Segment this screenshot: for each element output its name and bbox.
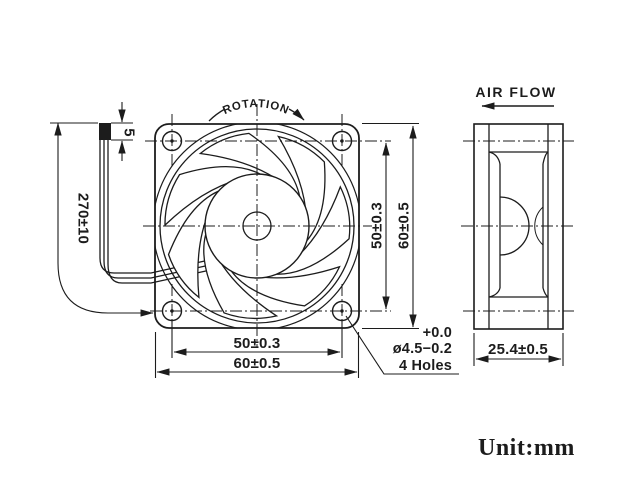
- side-view: [461, 123, 576, 330]
- rotation-arrow: [288, 108, 305, 121]
- hole-pitch-vertical-dim: 50±0.3: [368, 202, 386, 249]
- hole-tolerance-upper: +0.0: [422, 325, 452, 341]
- front-view: [99, 104, 391, 348]
- wire-length-dim: 270±10: [74, 192, 92, 245]
- dimension-lines: [50, 102, 564, 378]
- wire-width-dim: 5: [120, 128, 138, 137]
- hole-count-note: 4 Holes: [399, 358, 452, 374]
- side-centerlines: [461, 140, 576, 312]
- body-height-dim: 60±0.5: [395, 202, 413, 249]
- body-width-dim: 60±0.5: [233, 355, 281, 372]
- unit-note: Unit:mm: [478, 435, 575, 461]
- airflow-label: AIR FLOW: [475, 84, 557, 100]
- wire-end-sleeve: [99, 123, 111, 140]
- rotation-label: ROTATION: [221, 98, 291, 117]
- hole-callout-leader: [345, 315, 459, 375]
- depth-dim: 25.4±0.5: [488, 341, 548, 358]
- wire-length-dim-line: [54, 122, 154, 317]
- hole-diameter-note: ø4.5−0.2: [392, 341, 452, 357]
- hole-pitch-horizontal-dim: 50±0.3: [233, 335, 281, 352]
